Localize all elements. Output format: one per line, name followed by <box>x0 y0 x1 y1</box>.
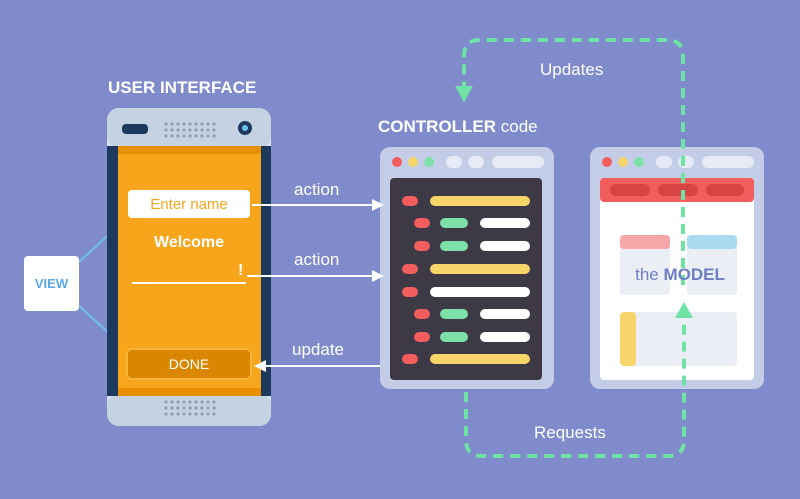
controller-title: CONTROLLER code <box>378 117 538 137</box>
view-label: VIEW <box>24 256 79 311</box>
update-label: update <box>292 340 344 359</box>
model-label: the MODEL <box>620 265 740 285</box>
updates-label: Updates <box>540 60 604 79</box>
phone-bottom-speaker-icon <box>164 400 216 416</box>
user-interface-title: USER INTERFACE <box>108 78 257 97</box>
code-panel <box>390 178 542 380</box>
model-window <box>590 147 764 389</box>
arrow-action-1 <box>252 199 384 211</box>
model-card-left <box>620 235 670 295</box>
phone-sensor-icon <box>122 124 148 134</box>
welcome-text: Welcome <box>154 234 224 251</box>
controller-window <box>380 147 554 389</box>
controller-title-rest: code <box>496 117 538 136</box>
controller-title-bold: CONTROLLER <box>378 117 497 136</box>
arrow-updates-loop <box>455 38 685 285</box>
model-card-right <box>687 235 737 295</box>
phone-speaker-icon <box>164 122 216 138</box>
model-prefix: the <box>635 265 664 284</box>
model-title-bold: MODEL <box>663 265 725 284</box>
code-lines <box>402 196 530 364</box>
name-input[interactable]: Enter name <box>126 188 252 220</box>
action-label-2: action <box>294 250 340 269</box>
action-label-1: action <box>294 180 340 199</box>
exclamation-mark: ! <box>238 262 244 279</box>
arrow-requests-loop <box>464 302 693 458</box>
model-card-bottom <box>620 312 737 366</box>
arrow-action-2 <box>247 270 384 282</box>
requests-label: Requests <box>534 423 606 442</box>
arrow-update <box>254 360 380 372</box>
done-button[interactable]: DONE <box>126 348 252 380</box>
